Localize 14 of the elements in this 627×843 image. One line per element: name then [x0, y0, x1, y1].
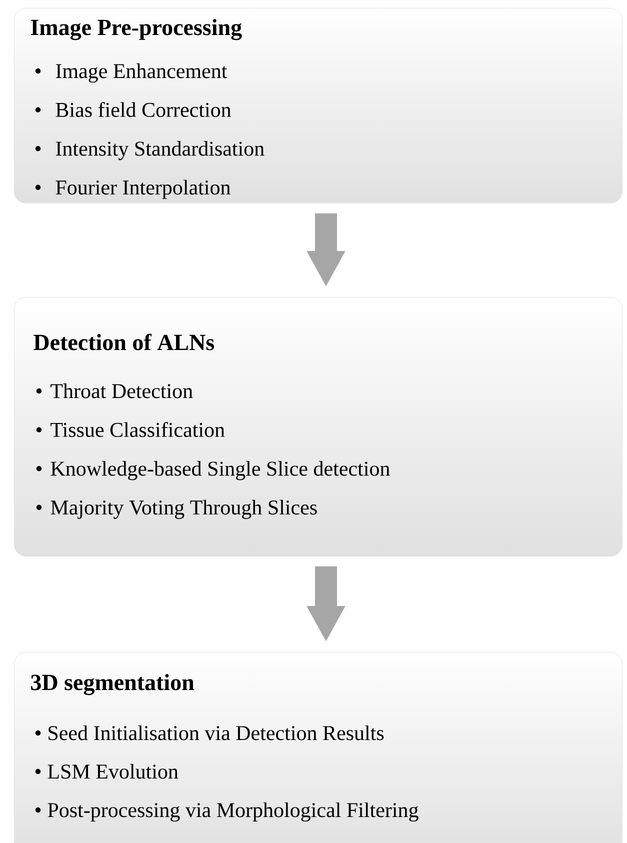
list-item: Post-processing via Morphological Filtering [35, 802, 418, 822]
list-item: Tissue Classification [36, 422, 225, 437]
list-item: Knowledge-based Single Slice detection [36, 461, 390, 480]
list-item: Majority Voting Through Slices [36, 500, 317, 519]
step-heading: 3D segmentation [31, 674, 194, 696]
list-item: Fourier Interpolation [35, 180, 230, 199]
list-item: LSM Evolution [35, 764, 178, 779]
list-item: Intensity Standardisation [35, 141, 264, 160]
list-item: Image Enhancement [35, 63, 228, 83]
list-item: Seed Initialisation via Detection Results [35, 725, 384, 740]
step-heading: Detection of ALNs [34, 334, 214, 350]
step-heading: Image Pre-processing [30, 19, 242, 40]
list-item: Throat Detection [36, 383, 193, 398]
list-item: Bias field Correction [35, 102, 232, 117]
